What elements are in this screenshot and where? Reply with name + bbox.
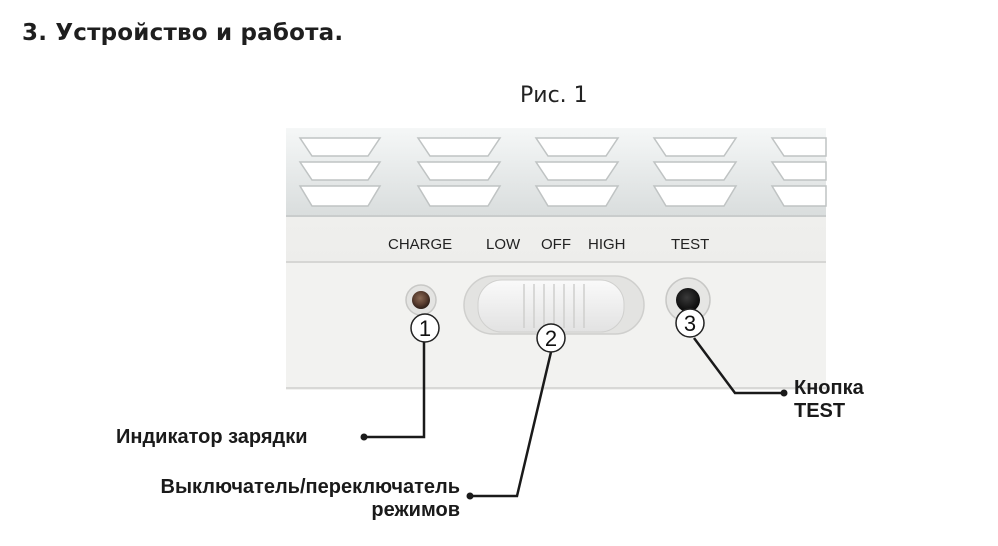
callout-marker-3: 3 xyxy=(675,308,705,338)
label-test: TEST xyxy=(671,236,709,253)
callout-line-3 xyxy=(692,337,782,395)
callout-dot-1 xyxy=(360,433,368,441)
callout-label-mode-switch: Выключатель/переключатель режимов xyxy=(92,476,460,522)
callout-leaders xyxy=(366,337,782,498)
callout-label-3-line1: Кнопка xyxy=(794,377,864,399)
callout-label-test-button: Кнопка TEST xyxy=(794,377,864,423)
callout-label-1: Индикатор зарядки xyxy=(116,426,308,448)
label-charge: CHARGE xyxy=(388,236,452,253)
svg-text:3: 3 xyxy=(684,311,696,336)
led-reflector-grid xyxy=(298,137,827,207)
label-off: OFF xyxy=(541,236,571,253)
callout-label-2-line1: Выключатель/переключатель xyxy=(160,476,460,498)
svg-text:2: 2 xyxy=(545,326,557,351)
callout-label-2-line2: режимов xyxy=(371,499,460,521)
callout-dot-3 xyxy=(780,389,788,397)
figure-caption: Рис. 1 xyxy=(520,83,588,108)
callout-label-charge-indicator: Индикатор зарядки xyxy=(116,426,308,449)
callout-line-2 xyxy=(472,351,553,498)
svg-text:1: 1 xyxy=(419,316,431,341)
callout-line-1 xyxy=(366,342,426,439)
label-high: HIGH xyxy=(588,236,626,253)
section-heading: 3. Устройство и работа. xyxy=(22,20,344,46)
callout-label-3-line2: TEST xyxy=(794,400,846,422)
callout-marker-2: 2 xyxy=(536,323,566,353)
label-low: LOW xyxy=(486,236,521,253)
charge-indicator-led xyxy=(405,284,437,316)
callout-marker-1: 1 xyxy=(410,313,440,343)
mode-switch[interactable] xyxy=(463,275,645,335)
callout-dot-2 xyxy=(466,492,474,500)
